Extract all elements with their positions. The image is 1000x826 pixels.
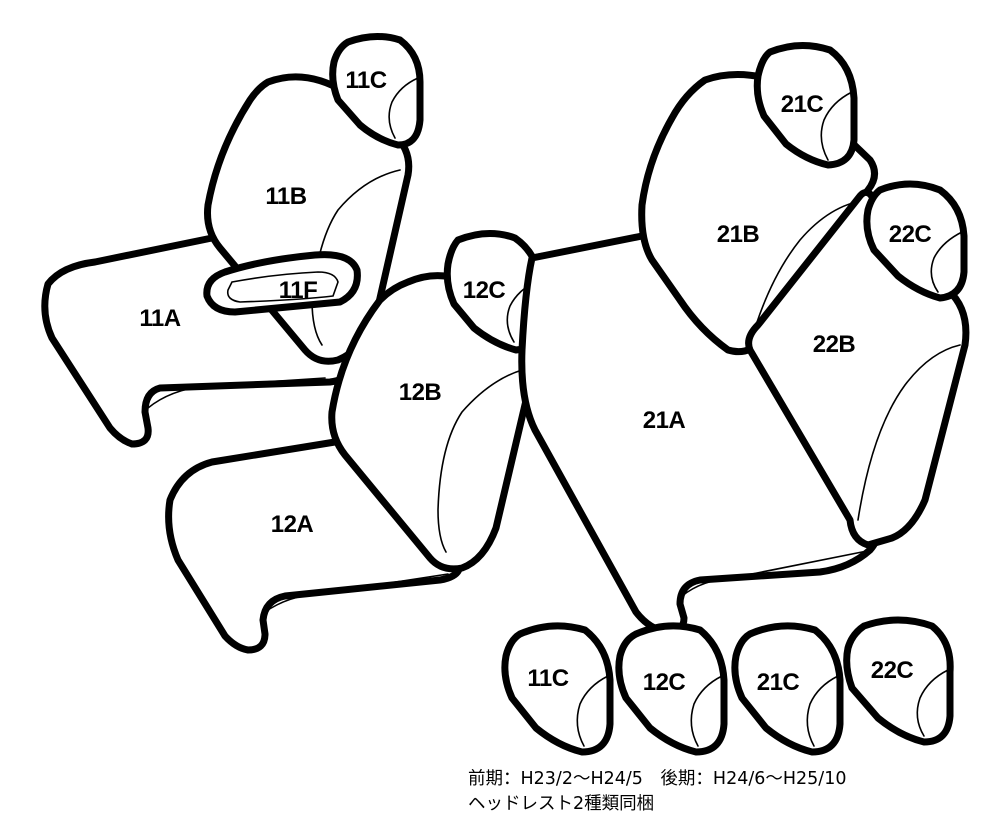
seat-rear-bench bbox=[518, 42, 970, 636]
label-12A: 12A bbox=[271, 511, 314, 538]
part-12C-headrest bbox=[443, 230, 544, 354]
label-12C: 12C bbox=[463, 277, 506, 304]
part-22C-headrest bbox=[863, 180, 968, 302]
spare-headrest-11C bbox=[501, 622, 614, 756]
spare-headrest-21C bbox=[731, 622, 844, 756]
spare-label-21C: 21C bbox=[757, 669, 800, 696]
label-11F: 11F bbox=[279, 277, 318, 304]
seat-11 bbox=[41, 33, 424, 448]
note-headrest-included: ヘッドレスト2種類同梱 bbox=[468, 794, 655, 814]
spare-headrest-12C bbox=[615, 622, 728, 756]
label-11B: 11B bbox=[265, 183, 306, 210]
label-22C: 22C bbox=[889, 221, 932, 248]
part-21C-headrest bbox=[753, 42, 858, 169]
spare-label-11C: 11C bbox=[527, 665, 568, 692]
label-22B: 22B bbox=[813, 331, 856, 358]
spare-headrests bbox=[501, 616, 954, 756]
label-11C: 11C bbox=[345, 67, 386, 94]
spare-headrest-22C bbox=[843, 616, 954, 746]
spare-label-22C: 22C bbox=[871, 657, 914, 684]
label-21A: 21A bbox=[643, 407, 686, 434]
label-21C: 21C bbox=[781, 91, 824, 118]
note-production-periods: 前期：H23/2〜H24/5 後期：H24/6〜H25/10 bbox=[468, 769, 847, 789]
label-11A: 11A bbox=[139, 305, 180, 332]
label-21B: 21B bbox=[717, 221, 760, 248]
seat-12 bbox=[165, 230, 544, 654]
label-12B: 12B bbox=[399, 379, 442, 406]
part-11C-headrest bbox=[329, 33, 424, 149]
spare-label-12C: 12C bbox=[643, 669, 686, 696]
